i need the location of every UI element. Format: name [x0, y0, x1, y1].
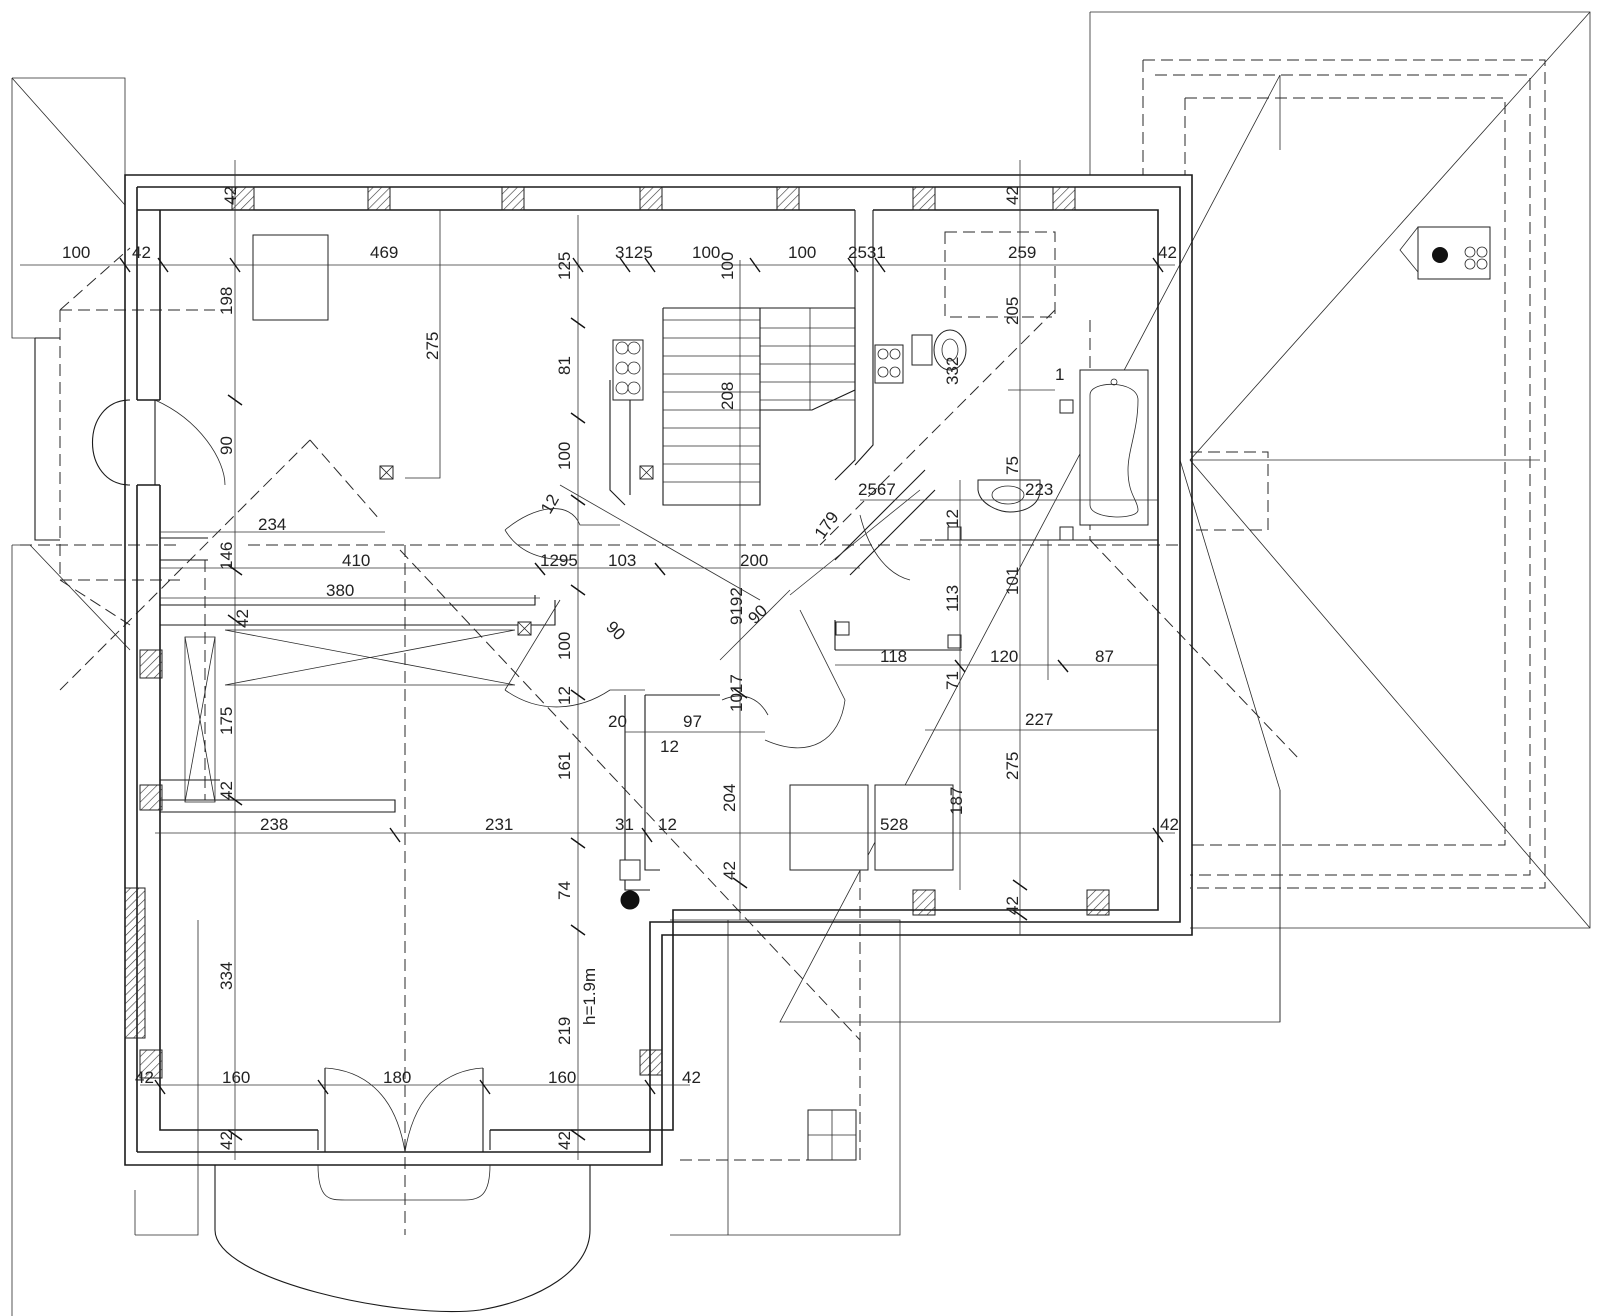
dim-label: 42 [217, 1131, 236, 1150]
dim-label: 125 [555, 252, 574, 280]
attic-dashed-lines [20, 59, 1546, 1235]
entrance-door [214, 1067, 591, 1313]
dim-label: 469 [370, 243, 398, 262]
dim-label: 180 [383, 1068, 411, 1087]
dim-label: 528 [880, 815, 908, 834]
dim-label: 12 [555, 686, 574, 705]
dim-label: 12 [660, 737, 679, 756]
dim-label: 120 [990, 647, 1018, 666]
dim-label: 275 [423, 332, 442, 360]
dim-label: 1017 [727, 674, 746, 712]
height-note: h=1.9m [580, 968, 599, 1025]
dim-label: 97 [683, 712, 702, 731]
dim-label: 205 [1003, 297, 1022, 325]
dim-label: 42 [682, 1068, 701, 1087]
dim-label: 204 [720, 784, 739, 812]
dim-label: 380 [326, 581, 354, 600]
dim-label: 208 [718, 382, 737, 410]
dim-label: 12 [658, 815, 677, 834]
sink [977, 479, 1041, 513]
dim-label: 20 [608, 712, 627, 731]
dim-label: 100 [555, 442, 574, 470]
dim-label: 3125 [615, 243, 653, 262]
dim-label: 161 [555, 752, 574, 780]
dim-label: 42 [555, 1131, 574, 1150]
dim-label: 1295 [540, 551, 578, 570]
dim-label: 200 [740, 551, 768, 570]
cross-brace [184, 629, 516, 803]
dim-label: 223 [1025, 480, 1053, 499]
dim-label: 187 [947, 787, 966, 815]
dim-label: 90 [217, 436, 236, 455]
dim-label: 42 [1003, 186, 1022, 205]
dim-label: 113 [943, 585, 962, 612]
fixtures [252, 210, 1491, 1161]
dim-label: 332 [943, 357, 962, 385]
dim-label: 160 [548, 1068, 576, 1087]
dim-label: 90 [744, 601, 771, 628]
dim-label: 118 [880, 647, 907, 666]
dim-label: 42 [221, 186, 240, 205]
pillars [124, 186, 1110, 1079]
dim-label: 81 [555, 356, 574, 375]
dim-label: 334 [217, 962, 236, 990]
dim-label: 71 [943, 671, 962, 690]
dim-label: 227 [1025, 710, 1053, 729]
dim-label: 9192 [727, 587, 746, 625]
dim-label: 259 [1008, 243, 1036, 262]
dim-label: 275 [1003, 752, 1022, 780]
dim-label: 31 [615, 815, 634, 834]
dim-label: 42 [217, 781, 236, 800]
interior-walls [160, 210, 1158, 891]
dimension-ticks [119, 257, 1164, 1141]
dim-label: 42 [720, 861, 739, 880]
toilet [911, 329, 967, 371]
dimension-labels: 100 42 469 125 3125 100 100 100 2531 259… [62, 186, 1179, 1150]
dim-label: 234 [258, 515, 286, 534]
dim-label: 100 [62, 243, 90, 262]
dim-label: 100 [555, 632, 574, 660]
dim-label: 219 [555, 1017, 574, 1045]
dim-label: 100 [718, 252, 737, 280]
door-swings [504, 508, 911, 749]
exterior-walls [124, 174, 1193, 1166]
dim-label: 100 [692, 243, 720, 262]
dim-label: 42 [135, 1068, 154, 1087]
staircase [662, 307, 856, 506]
dimension-lines [20, 160, 1175, 1160]
dim-label: 179 [811, 508, 843, 542]
dim-label: 1 [1055, 365, 1064, 384]
dim-label: 101 [1003, 567, 1022, 595]
dim-label: 42 [1160, 815, 1179, 834]
dim-label: 75 [1003, 456, 1022, 475]
dim-label: 42 [132, 243, 151, 262]
dim-label: 90 [602, 617, 629, 644]
dim-label: 410 [342, 551, 370, 570]
dim-label: 100 [788, 243, 816, 262]
bay-window-left [34, 337, 226, 541]
dim-label: 175 [217, 707, 236, 735]
dim-label: 146 [217, 542, 236, 570]
dim-label: 42 [1003, 896, 1022, 915]
dim-label: 42 [233, 609, 252, 628]
dim-label: 2567 [858, 480, 896, 499]
dim-label: 12 [537, 491, 563, 517]
dim-label: 231 [485, 815, 513, 834]
dim-label: 160 [222, 1068, 250, 1087]
dim-label: 198 [217, 287, 236, 315]
dim-label: 238 [260, 815, 288, 834]
dim-label: 42 [1158, 243, 1177, 262]
dim-label: 103 [608, 551, 636, 570]
dim-label: 12 [943, 509, 962, 528]
dim-label: 2531 [848, 243, 886, 262]
bathtub [1079, 369, 1149, 526]
dim-label: 87 [1095, 647, 1114, 666]
dim-label: 74 [555, 881, 574, 900]
